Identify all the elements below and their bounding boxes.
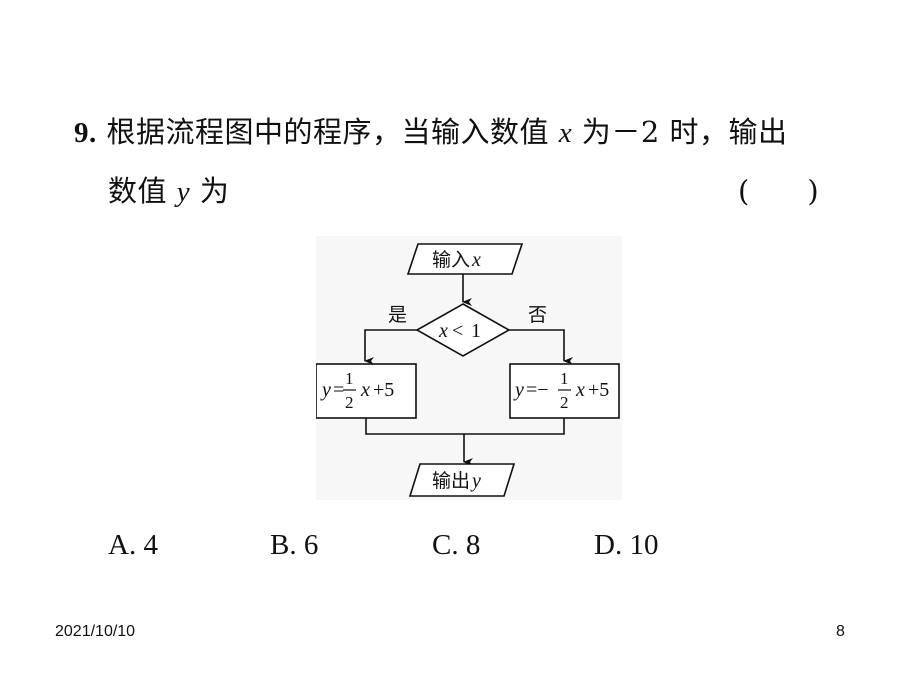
- option-d[interactable]: D. 10: [594, 529, 659, 561]
- left-tail: +5: [373, 379, 394, 401]
- option-b[interactable]: B. 6: [270, 529, 319, 561]
- question-line-1: 9. 根据流程图中的程序，当输入数值 x 为－2 时，输出: [74, 114, 788, 151]
- yes-label: 是: [388, 304, 407, 326]
- question-line-2: 数值 y 为: [108, 173, 229, 210]
- input-var: x: [471, 249, 481, 271]
- flowchart: 输入 x x < 1 是 否 y = 1 2 x +5 y =− 1 2 x +…: [316, 236, 622, 500]
- right-eq: =−: [526, 379, 549, 401]
- right-tail: +5: [588, 379, 609, 401]
- left-y: y: [320, 379, 331, 401]
- variable-x: x: [558, 117, 573, 149]
- input-label: 输入: [432, 249, 470, 271]
- yes-branch-line: [364, 329, 417, 365]
- footer-date: 2021/10/10: [55, 623, 136, 640]
- left-eq: =: [333, 379, 344, 401]
- left-x: x: [360, 379, 370, 401]
- decision-op: <: [452, 320, 463, 342]
- variable-y: y: [176, 176, 191, 208]
- question-number: 9.: [74, 117, 97, 149]
- no-label: 否: [528, 304, 547, 326]
- question-text-1: 根据流程图中的程序，当输入数值: [106, 115, 549, 149]
- right-y: y: [513, 379, 524, 401]
- option-a[interactable]: A. 4: [108, 529, 158, 561]
- flowchart-svg: 输入 x x < 1 是 否 y = 1 2 x +5 y =− 1 2 x +…: [316, 243, 620, 497]
- input-value: －2: [611, 115, 660, 149]
- no-branch-line: [509, 329, 573, 365]
- right-x: x: [575, 379, 585, 401]
- decision-value: 1: [471, 320, 481, 342]
- decision-var: x: [438, 320, 448, 342]
- question-text-mid: 为: [581, 115, 612, 149]
- question-text-2: 数值: [108, 174, 168, 208]
- left-frac-num: 1: [345, 369, 354, 388]
- question-text-2-end: 为: [199, 174, 230, 208]
- option-c[interactable]: C. 8: [432, 529, 481, 561]
- left-frac-den: 2: [345, 393, 354, 412]
- merge-line: [365, 418, 565, 435]
- decision-shape: [415, 303, 511, 357]
- input-shape: [406, 243, 524, 275]
- output-shape: [408, 463, 516, 497]
- right-frac-den: 2: [560, 393, 569, 412]
- question-text-end: 时，输出: [669, 115, 788, 149]
- page-number: 8: [836, 623, 845, 640]
- output-var: y: [470, 470, 481, 492]
- answer-blank[interactable]: ( ): [738, 174, 819, 208]
- right-process-box: [509, 363, 620, 419]
- right-frac-num: 1: [560, 369, 569, 388]
- output-label: 输出: [432, 470, 470, 492]
